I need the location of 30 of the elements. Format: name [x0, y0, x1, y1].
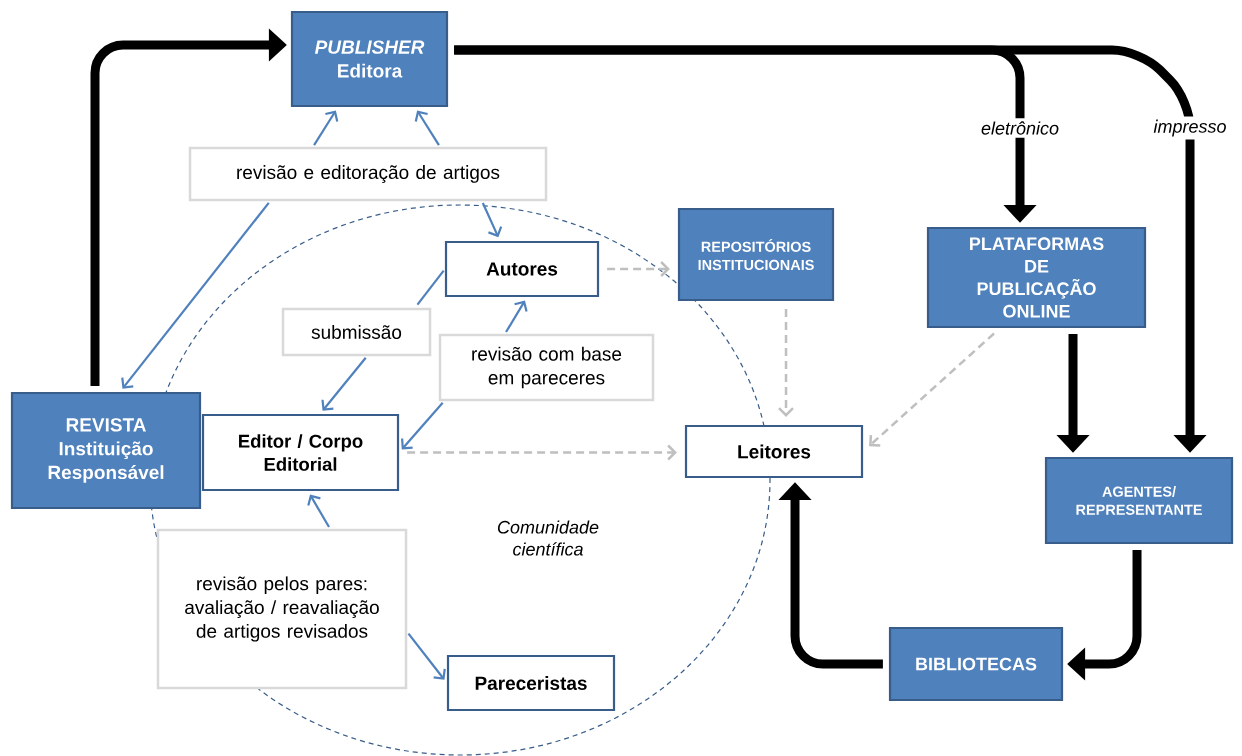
region-label: Comunidade científica [497, 520, 599, 556]
entity-box: REPOSITÓRIOS INSTITUCIONAIS [677, 207, 835, 302]
activity-box: revisão com base em pareceres [438, 333, 655, 402]
arrow [307, 494, 330, 528]
entity-box: PUBLISHER Editora [290, 10, 449, 108]
entity-box: REVISTA Instituição Responsável [10, 391, 202, 510]
edge-label: eletrônico [978, 118, 1063, 138]
activity-box: revisão e editoração de artigos [188, 146, 548, 202]
arrow [505, 300, 528, 333]
connector-line [416, 269, 445, 306]
actor-box: Pareceristas [446, 654, 616, 712]
arrow [401, 402, 444, 450]
arrow [321, 357, 367, 411]
edge-label: impresso [1150, 116, 1230, 140]
arrow [313, 110, 339, 146]
activity-box: submissão [281, 307, 432, 357]
actor-box: Leitores [684, 424, 864, 479]
arrow [481, 202, 503, 238]
actor-box: Autores [444, 240, 600, 298]
dashed-arrow [869, 332, 995, 447]
entity-box: AGENTES/ REPRESENTANTE [1044, 456, 1234, 545]
entity-box: PLATAFORMAS DE PUBLICAÇÃO ONLINE [926, 226, 1147, 329]
dashed-arrow [407, 444, 677, 461]
actor-box: Editor / Corpo Editorial [201, 413, 400, 492]
arrow [414, 110, 440, 146]
arrow [121, 202, 270, 389]
dashed-arrow [607, 261, 670, 277]
dashed-arrow [778, 309, 794, 417]
entity-box: BIBLIOTECAS [888, 626, 1064, 702]
arrow [407, 632, 446, 680]
